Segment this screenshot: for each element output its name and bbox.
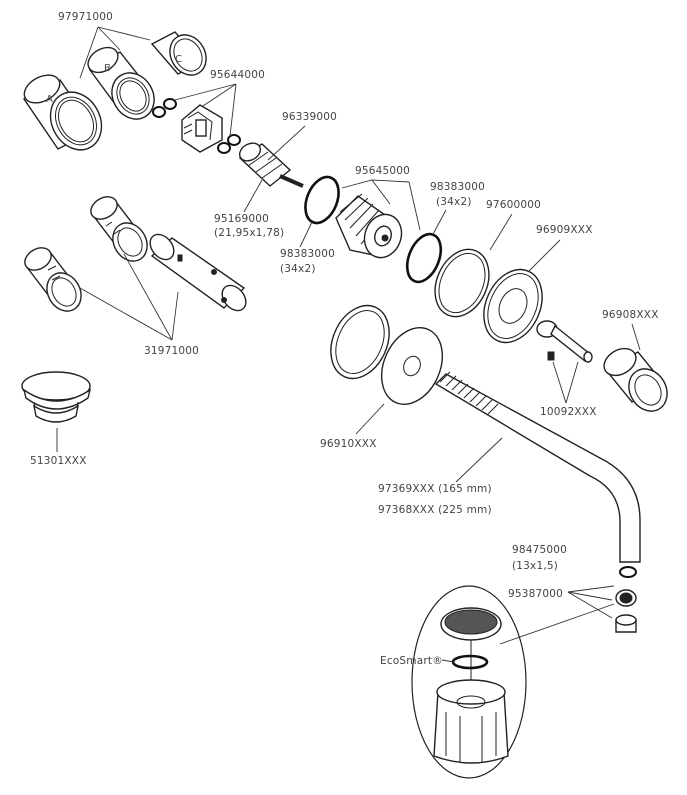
extension-sleeve-upper bbox=[90, 196, 148, 262]
cartridge bbox=[238, 142, 304, 188]
drain-cap bbox=[21, 371, 92, 423]
letter-c: C bbox=[175, 54, 182, 65]
label-31971000: 31971000 bbox=[144, 345, 199, 357]
label-98475000-size: (13x1,5) bbox=[512, 560, 558, 572]
label-98383000-top: 98383000 bbox=[430, 181, 485, 193]
washer-98475000 bbox=[619, 566, 637, 578]
label-95387000: 95387000 bbox=[508, 588, 563, 600]
label-97368xxx: 97368XXX (225 mm) bbox=[378, 504, 492, 516]
label-98383000-bottom-size: (34x2) bbox=[280, 263, 316, 275]
threaded-body bbox=[335, 193, 403, 259]
label-10092xxx: 10092XXX bbox=[540, 406, 597, 418]
label-51301xxx: 51301XXX bbox=[30, 455, 87, 467]
spout bbox=[434, 371, 641, 563]
diverter-body bbox=[181, 104, 223, 153]
label-ecosmart: EcoSmart® bbox=[380, 655, 443, 667]
small-orings-right bbox=[217, 134, 241, 154]
gasket-96910xxx bbox=[330, 304, 390, 380]
label-98383000-bottom: 98383000 bbox=[280, 248, 335, 260]
label-97971000: 97971000 bbox=[58, 11, 113, 23]
extension-sleeve-lower bbox=[24, 247, 82, 312]
oring-right bbox=[405, 232, 443, 284]
label-95169000: 95169000 bbox=[214, 213, 269, 225]
oring-left bbox=[304, 175, 340, 225]
letter-b: B bbox=[104, 63, 111, 74]
sleeve-a bbox=[22, 74, 103, 151]
extension-tube bbox=[149, 233, 247, 312]
label-97600000: 97600000 bbox=[486, 199, 541, 211]
aerator-small bbox=[615, 589, 637, 633]
label-96909xxx: 96909XXX bbox=[536, 224, 593, 236]
label-98475000: 98475000 bbox=[512, 544, 567, 556]
label-97369xxx: 97369XXX (165 mm) bbox=[378, 483, 492, 495]
label-95169000-size: (21,95x1,78) bbox=[214, 227, 284, 239]
label-96339000: 96339000 bbox=[282, 111, 337, 123]
sleeve-b bbox=[87, 46, 155, 120]
lever bbox=[536, 320, 593, 363]
cap-96908xxx bbox=[603, 347, 668, 412]
label-98383000-top-size: (34x2) bbox=[436, 196, 472, 208]
label-96910xxx: 96910XXX bbox=[320, 438, 377, 450]
label-95644000: 95644000 bbox=[210, 69, 265, 81]
label-96908xxx: 96908XXX bbox=[602, 309, 659, 321]
aerator-detail bbox=[411, 585, 527, 779]
sleeve-c bbox=[150, 31, 207, 76]
rosette-96910xxx bbox=[380, 327, 444, 405]
ring-97600000 bbox=[434, 248, 490, 318]
letter-a: A bbox=[46, 94, 53, 105]
small-orings-left bbox=[152, 98, 177, 118]
label-95645000: 95645000 bbox=[355, 165, 410, 177]
